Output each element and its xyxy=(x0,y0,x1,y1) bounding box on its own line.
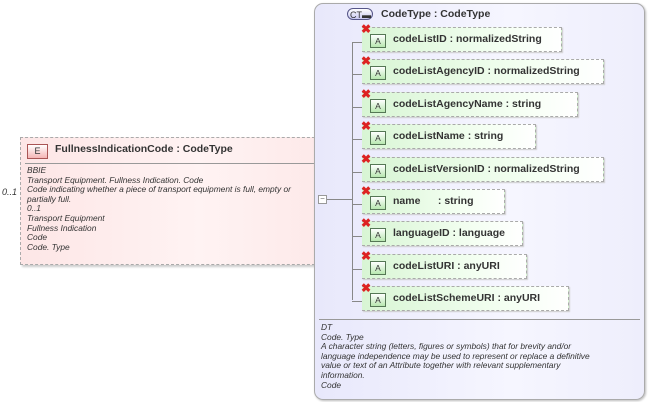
element-doc: BBIE Transport Equipment. Fullness Indic… xyxy=(27,165,291,252)
attribute-label: codeListAgencyID : normalizedString xyxy=(393,65,580,78)
doc-line: A character string (letters, figures or … xyxy=(321,341,572,352)
complex-type-title: CodeType : CodeType xyxy=(381,8,491,20)
doc-line: value or text of an Attribute together w… xyxy=(321,360,561,371)
attribute-label: codeListSchemeURI : anyURI xyxy=(393,292,541,305)
attribute-label: codeListVersionID : normalizedString xyxy=(393,162,580,175)
tree-branch xyxy=(352,171,362,173)
attribute-box[interactable]: A✖ codeListID : normalizedString xyxy=(361,22,562,52)
prohibited-x-icon: ✖ xyxy=(361,281,372,296)
attribute-box[interactable]: A✖ codeListAgencyName : string xyxy=(361,86,578,117)
doc-line: Transport Equipment xyxy=(27,212,105,223)
prohibited-x-icon: ✖ xyxy=(361,22,372,36)
prohibited-x-icon: ✖ xyxy=(361,54,372,69)
doc-line: Code xyxy=(321,379,342,390)
tree-branch xyxy=(352,236,362,238)
tree-branch xyxy=(352,42,362,43)
attribute-box[interactable]: A✖ codeListVersionID : normalizedString xyxy=(361,151,604,182)
attribute-label: codeListURI : anyURI xyxy=(393,259,500,272)
prohibited-x-icon: ✖ xyxy=(361,119,372,134)
doc-line: 0..1 xyxy=(27,203,41,214)
tree-branch xyxy=(352,139,362,141)
prohibited-x-icon: ✖ xyxy=(361,248,372,263)
attribute-label: codeListName : string xyxy=(393,130,504,143)
element-badge: E xyxy=(27,144,48,159)
prohibited-x-icon: ✖ xyxy=(361,151,372,166)
attribute-badge: A xyxy=(370,131,386,146)
attribute-box[interactable]: A✖ codeListName : string xyxy=(361,119,536,150)
attribute-badge: A xyxy=(370,260,386,275)
attribute-badge: A xyxy=(370,228,386,243)
complex-type-badge: CT▬ xyxy=(347,8,373,20)
tree-branch xyxy=(352,74,362,76)
minus-icon: ▬ xyxy=(362,10,371,20)
divider xyxy=(319,319,640,320)
attribute-badge: A xyxy=(370,163,386,178)
occurrence-label: 0..1 xyxy=(2,187,18,197)
doc-line: DT xyxy=(321,322,333,332)
tree-branch xyxy=(352,301,362,303)
attribute-box[interactable]: A✖ codeListURI : anyURI xyxy=(361,248,527,279)
doc-line: Fullness Indication xyxy=(27,222,97,233)
complex-type-doc: DT Code. Type A character string (letter… xyxy=(321,322,590,390)
attribute-box[interactable]: A✖ languageID : language xyxy=(361,216,523,247)
attribute-box[interactable]: A✖ codeListAgencyID : normalizedString xyxy=(361,54,604,85)
attribute-box[interactable]: A✖ name : string xyxy=(361,184,505,214)
collapse-toggle[interactable]: − xyxy=(318,195,327,204)
tree-branch xyxy=(352,204,362,205)
attribute-badge: A xyxy=(370,98,386,113)
attribute-badge: A xyxy=(370,34,386,48)
doc-line: information. xyxy=(321,369,365,380)
attribute-label: name : string xyxy=(393,195,474,207)
element-title: FullnessIndicationCode : CodeType xyxy=(55,143,233,155)
doc-line: Transport Equipment. Fullness Indication… xyxy=(27,174,204,185)
doc-line: Code xyxy=(27,232,48,243)
doc-line: Code. Type xyxy=(27,241,70,252)
attribute-label: languageID : language xyxy=(393,227,506,240)
element-box[interactable]: E FullnessIndicationCode : CodeType BBIE… xyxy=(20,137,320,265)
attribute-label: codeListID : normalizedString xyxy=(393,33,542,45)
tree-line xyxy=(352,42,353,300)
tree-branch xyxy=(352,106,362,108)
prohibited-x-icon: ✖ xyxy=(361,216,372,231)
attribute-badge: A xyxy=(370,293,386,308)
doc-line: partially full. xyxy=(27,193,72,204)
attribute-box[interactable]: A✖ codeListSchemeURI : anyURI xyxy=(361,281,569,312)
prohibited-x-icon: ✖ xyxy=(361,184,372,198)
doc-line: language independence may be used to rep… xyxy=(321,350,590,361)
badge-text: CT xyxy=(350,10,362,20)
attribute-badge: A xyxy=(370,66,386,81)
attribute-badge: A xyxy=(370,196,386,210)
prohibited-x-icon: ✖ xyxy=(361,86,372,101)
doc-line: BBIE xyxy=(27,165,47,175)
attribute-label: codeListAgencyName : string xyxy=(393,97,542,110)
connector-line xyxy=(326,199,352,200)
tree-branch xyxy=(352,268,362,270)
doc-line: Code. Type xyxy=(321,331,364,342)
doc-line: Code indicating whether a piece of trans… xyxy=(27,184,291,195)
divider xyxy=(25,163,315,164)
